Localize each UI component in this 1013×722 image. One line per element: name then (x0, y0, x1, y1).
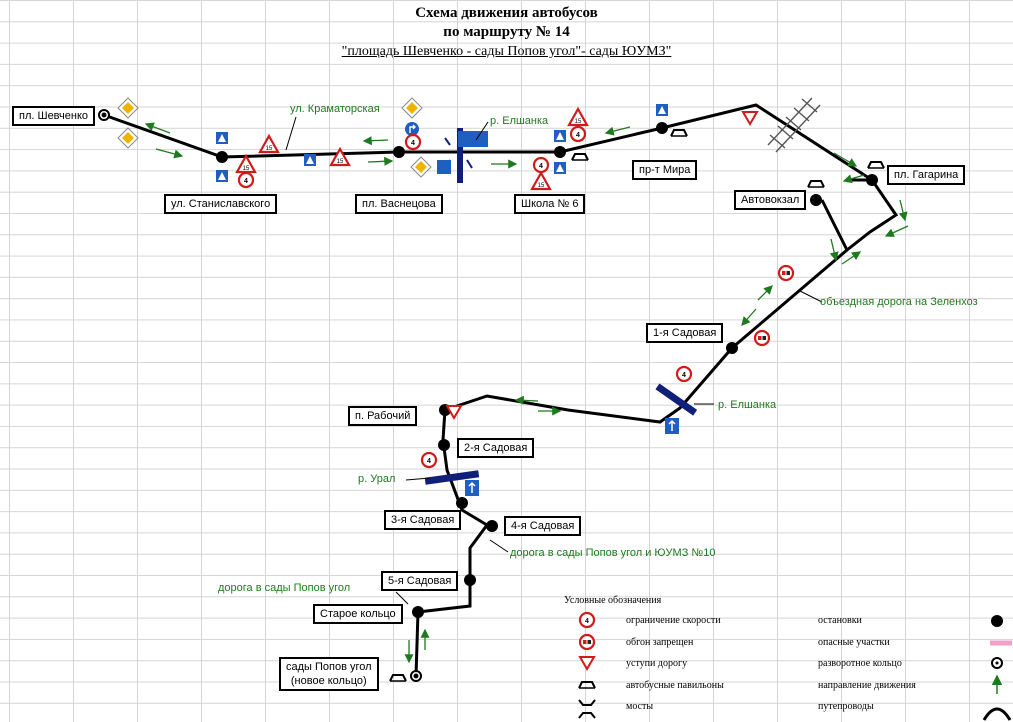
bridge-ural (424, 470, 480, 485)
road-label-popov: дорога в сады Попов угол (218, 582, 351, 594)
stop-label-gagarina: пл. Гагарина (887, 165, 966, 185)
road-signs (117, 97, 885, 682)
bridge-icon (578, 699, 596, 719)
street-label-kramatorskaya: ул. Краматорская (290, 103, 380, 115)
stop-label-sadovaya2: 2-я Садовая (457, 438, 535, 458)
legend-label: обгон запрещен (626, 637, 694, 648)
stop-label-sadovaya5: 5-я Садовая (381, 571, 459, 591)
stop-label-popov: сады Попов угол (новое кольцо) (279, 657, 379, 691)
road-label-yumz: дорога в сады Попов угол и ЮУМЗ №10 (510, 547, 716, 559)
bridge-elshanka-mid (655, 383, 698, 416)
stop-label-sadovaya3: 3-я Садовая (384, 510, 462, 530)
direction-arrows (144, 122, 909, 664)
legend-label: ограничение скорости (626, 615, 721, 626)
stop-label-shevchenko: пл. Шевченко (12, 106, 96, 126)
river-label-ural: р. Урал (358, 473, 396, 485)
legend-icons (578, 611, 1012, 721)
legend-label: опасные участки (818, 637, 890, 648)
railway-overpass (767, 97, 821, 153)
river-label-elshanka-mid: р. Елшанка (718, 399, 777, 411)
overpass-icon (982, 707, 1012, 721)
stop-label-avtovokzal: Автовокзал (734, 190, 807, 210)
map-subtitle: "площадь Шевченко - сады Попов угол"- са… (341, 44, 672, 59)
stop-label-stanislavskogo: ул. Станиславского (164, 194, 278, 214)
stop-label-staroe: Старое кольцо (313, 604, 403, 624)
bus-stop-icon (991, 615, 1003, 627)
legend-label: остановки (818, 615, 862, 626)
river-label-elshanka-top: р. Елшанка (490, 115, 549, 127)
stop-label-rabochiy: п. Рабочий (348, 406, 418, 426)
legend-title: Условные обозначения (564, 595, 662, 606)
bus-stops (216, 122, 878, 618)
stop-label-sadovaya1: 1-я Садовая (646, 323, 724, 343)
road-label-bypass: объездная дорога на Зеленхоз (820, 296, 978, 308)
legend-label: мосты (626, 701, 654, 712)
legend-label: уступи дорогу (626, 658, 688, 669)
stop-label-shkola: Школа № 6 (514, 194, 586, 214)
legend-label: автобусные павильоны (626, 680, 724, 691)
legend-label: разворотное кольцо (818, 658, 902, 669)
turnaround-ring-icon (98, 109, 422, 682)
stop-label-mira: пр-т Мира (632, 160, 698, 180)
map-title: Схема движения автобусов (415, 5, 598, 21)
legend-label: направление движения (818, 680, 916, 691)
legend-label: путепроводы (818, 701, 874, 712)
stop-label-popov-line2: (новое кольцо) (290, 675, 367, 687)
stop-label-sadovaya4: 4-я Садовая (504, 516, 582, 536)
stop-label-popov-line1: сады Попов угол (286, 661, 372, 673)
map-title-route: по маршруту № 14 (443, 24, 570, 40)
stop-label-vasnetsova: пл. Васнецова (355, 194, 443, 214)
